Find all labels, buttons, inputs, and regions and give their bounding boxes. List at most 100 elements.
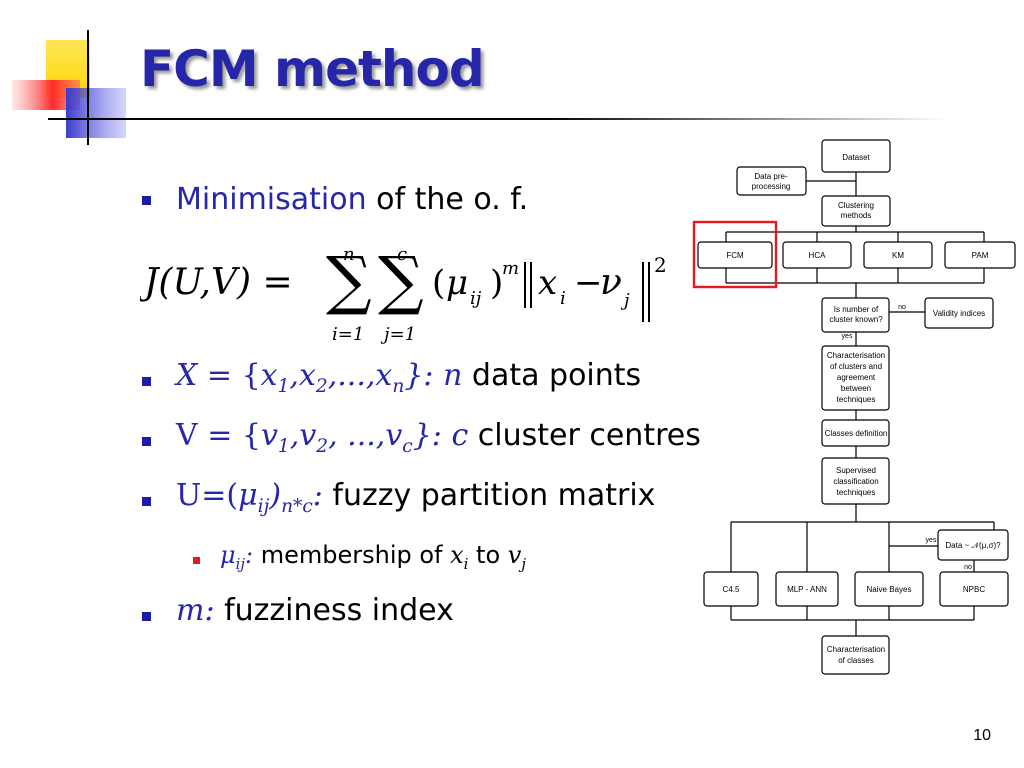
math-paren: ) bbox=[269, 478, 282, 513]
formula-lhs: J(U,V) = bbox=[140, 262, 293, 303]
math-sub-2: 2 bbox=[315, 376, 328, 397]
math-dots: , ..., bbox=[328, 418, 386, 453]
math-m: m: bbox=[176, 593, 215, 628]
node-char-classes-2: of classes bbox=[838, 656, 874, 665]
sum1-lower: i=1 bbox=[332, 324, 364, 345]
methodology-flowchart: Dataset Data pre- processing Clustering … bbox=[692, 138, 1024, 680]
bullet-fuzziness: m: fuzziness index bbox=[176, 593, 454, 629]
node-char-clusters-2: of clusters and bbox=[830, 362, 882, 371]
math-v2: v bbox=[299, 418, 317, 453]
corner-decoration bbox=[0, 0, 140, 150]
node-supervised-1: Supervised bbox=[836, 466, 876, 475]
bullet-marker bbox=[142, 196, 151, 205]
objective-function-formula: J(U,V) = ∑ n i=1 ∑ c j=1 ( μ ij ) m x i … bbox=[137, 240, 700, 350]
page-number: 10 bbox=[973, 727, 991, 744]
math-colon: : bbox=[244, 541, 254, 569]
node-classes-definition: Classes definition bbox=[825, 429, 888, 438]
formula-mu-sub: ij bbox=[470, 288, 482, 309]
edge-label-yes-data: yes bbox=[926, 537, 937, 544]
fcm-highlight-box bbox=[692, 220, 778, 289]
formula-nu: ν bbox=[600, 262, 622, 303]
sum1-upper: n bbox=[343, 244, 355, 265]
math-close: }: bbox=[404, 358, 444, 393]
math-mu: μ bbox=[220, 541, 236, 569]
node-supervised-2: classification bbox=[833, 477, 878, 486]
sum2-lower: j=1 bbox=[380, 324, 416, 345]
node-data-distribution: Data ~ 𝒩(μ,σ)? bbox=[945, 541, 1001, 550]
formula-close-paren: ) bbox=[490, 263, 503, 303]
formula-power-2: 2 bbox=[654, 253, 667, 277]
math-x: x bbox=[450, 541, 464, 569]
math-dots: ,..., bbox=[327, 358, 376, 393]
math-n: n bbox=[443, 358, 463, 393]
node-char-clusters-5: techniques bbox=[837, 395, 876, 404]
bullet-data-points: X = {x1,x2,...,xn}: n data points bbox=[176, 358, 641, 405]
math-V: V bbox=[176, 418, 198, 453]
node-preprocessing-1: Data pre- bbox=[754, 172, 788, 181]
node-cluster-known-2: cluster known? bbox=[829, 315, 883, 324]
bullet-minimisation: Minimisation of the o. f. bbox=[176, 182, 528, 218]
math-sub-ij: ij bbox=[235, 554, 245, 573]
math-sub-n: n bbox=[392, 376, 405, 397]
sub-bullet-marker bbox=[193, 557, 200, 564]
node-char-clusters-3: agreement bbox=[837, 373, 876, 382]
math-vc: v bbox=[385, 418, 403, 453]
node-cluster-known-1: Is number of bbox=[834, 305, 879, 314]
node-clustering-2: methods bbox=[841, 211, 872, 220]
node-naive-bayes: Naive Bayes bbox=[867, 585, 912, 594]
bullet-marker bbox=[142, 437, 151, 446]
math-equals: = { bbox=[197, 418, 261, 453]
math-xn: x bbox=[375, 358, 393, 393]
edge-label-no-npbc: no bbox=[964, 564, 972, 571]
math-sub-1: 1 bbox=[277, 376, 290, 397]
math-sub-c: c bbox=[402, 436, 413, 457]
bullet-partition-matrix: U=(μij)n*c: fuzzy partition matrix bbox=[176, 478, 655, 525]
node-supervised-3: techniques bbox=[837, 488, 876, 497]
math-sub-nc: n*c bbox=[281, 496, 313, 517]
math-sub-j: j bbox=[521, 554, 526, 573]
math-close: }: bbox=[412, 418, 452, 453]
node-char-clusters-1: Characterisation bbox=[827, 351, 885, 360]
node-preprocessing-2: processing bbox=[752, 182, 791, 191]
formula-nu-sub: j bbox=[620, 290, 630, 311]
bullet-text: membership of bbox=[253, 541, 451, 569]
math-sub-1: 1 bbox=[277, 436, 290, 457]
math-mu: μ bbox=[238, 478, 258, 513]
node-km: KM bbox=[892, 251, 904, 260]
bullet-text: cluster centres bbox=[468, 418, 701, 453]
bullet-text-to: to bbox=[468, 541, 508, 569]
node-clustering-1: Clustering bbox=[838, 201, 874, 210]
formula-open-paren: ( bbox=[432, 263, 445, 303]
formula-graphic: J(U,V) = ∑ n i=1 ∑ c j=1 ( μ ij ) m x i … bbox=[137, 244, 667, 345]
math-x2: x bbox=[298, 358, 316, 393]
formula-mu: μ bbox=[446, 263, 468, 303]
formula-x-sub: i bbox=[560, 288, 566, 309]
math-colon: : bbox=[312, 478, 323, 513]
edge-label-yes: yes bbox=[842, 333, 853, 340]
formula-power-m: m bbox=[502, 258, 519, 279]
math-c: c bbox=[451, 418, 469, 453]
corner-squares-graphic bbox=[12, 30, 140, 145]
math-x1: x bbox=[260, 358, 278, 393]
bullet-marker bbox=[142, 497, 151, 506]
sub-bullet-membership: μij: membership of xi to vj bbox=[220, 540, 526, 579]
node-dataset: Dataset bbox=[842, 153, 870, 162]
formula-minus: − bbox=[574, 263, 603, 303]
node-pam: PAM bbox=[972, 251, 989, 260]
math-comma: , bbox=[289, 358, 299, 393]
node-char-clusters-4: between bbox=[841, 384, 871, 393]
node-fcm: FCM bbox=[726, 251, 744, 260]
math-sub-i: i bbox=[463, 554, 469, 573]
node-char-classes-1: Characterisation bbox=[827, 645, 885, 654]
slide-title: FCM method bbox=[140, 40, 485, 98]
bullet-marker bbox=[142, 377, 151, 386]
sum-symbol-2: ∑ bbox=[378, 244, 424, 318]
math-v1: v bbox=[260, 418, 278, 453]
bullet-text: of the o. f. bbox=[366, 182, 529, 217]
edge-label-no: no bbox=[898, 304, 906, 311]
math-sub-2: 2 bbox=[316, 436, 329, 457]
sum2-upper: c bbox=[397, 244, 407, 265]
math-sub-ij: ij bbox=[257, 496, 270, 517]
bullet-text: fuzzy partition matrix bbox=[322, 478, 656, 513]
flowchart-graphic: Dataset Data pre- processing Clustering … bbox=[692, 139, 1016, 675]
